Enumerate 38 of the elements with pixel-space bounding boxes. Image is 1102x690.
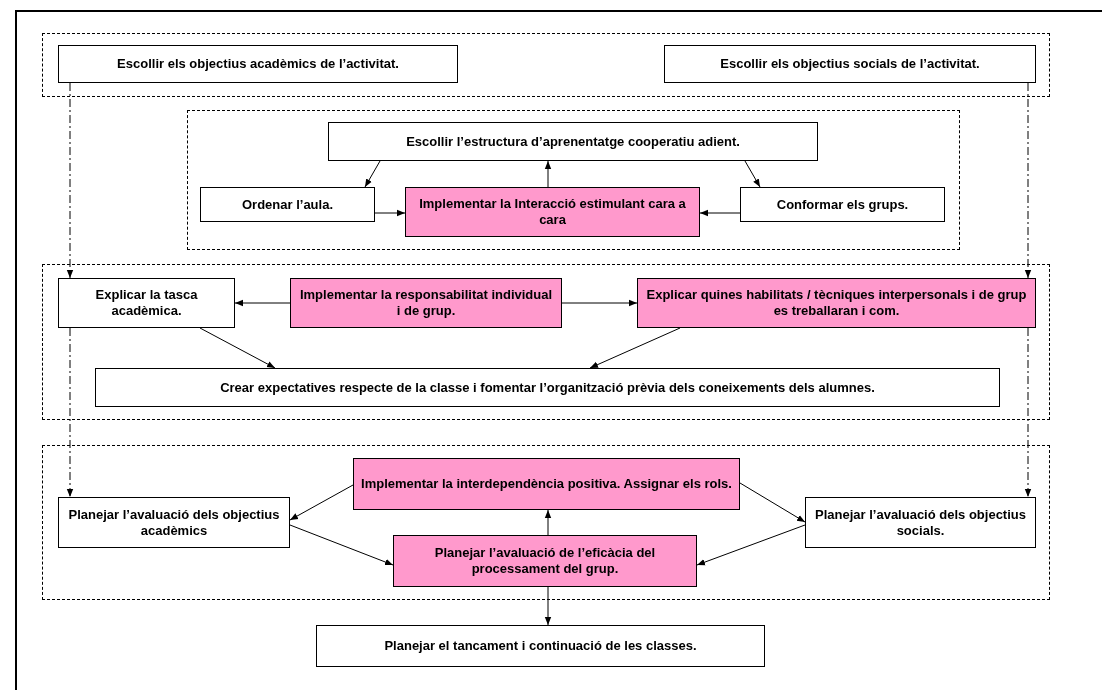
step-box: Planejar el tancament i continuació de les classes. [316, 625, 765, 667]
dash-dot-arrow [1024, 327, 1032, 498]
step-box: Ordenar l’aula. [200, 187, 375, 222]
arrow [544, 586, 552, 626]
step-box: Planejar l’avaluació dels objectius acadèmics [58, 497, 290, 548]
arrow [544, 160, 552, 188]
highlighted-step-box: Planejar l’avaluació de l’eficàcia del processament del grup. [393, 535, 697, 587]
arrow [544, 509, 552, 536]
arrow [234, 299, 291, 307]
dash-dot-arrow [66, 327, 74, 498]
dashed-group-frame [42, 33, 1050, 97]
arrow [696, 524, 806, 566]
arrow [364, 160, 381, 188]
dash-dot-arrow [1024, 82, 1032, 279]
step-box: Escollir els objectius acadèmics de l’activitat. [58, 45, 458, 83]
arrow [589, 327, 681, 369]
step-box: Conformar els grups. [740, 187, 945, 222]
highlighted-step-box: Implementar la responsabilitat individual i de grup. [290, 278, 562, 328]
step-box: Planejar l’avaluació dels objectius socials. [805, 497, 1036, 548]
dash-dot-arrow [66, 82, 74, 279]
arrow [561, 299, 638, 307]
arrow [374, 209, 406, 217]
arrow [744, 160, 761, 188]
highlighted-step-box: Explicar quines habilitats / tècniques interpersonals i de grup es treballaran i com. [637, 278, 1036, 328]
step-box: Escollir l’estructura d’aprenentatge cooperatiu adient. [328, 122, 818, 161]
dashed-group-frame [42, 264, 1050, 420]
step-box: Crear expectatives respecte de la classe i fomentar l’organització prèvia dels coneixements dels alumnes. [95, 368, 1000, 407]
arrow [739, 482, 806, 523]
dashed-group-frame [187, 110, 960, 250]
arrow [289, 524, 394, 566]
step-box: Escollir els objectius socials de l’activitat. [664, 45, 1036, 83]
highlighted-step-box: Implementar la interdependència positiva. Assignar els rols. [353, 458, 740, 510]
arrow [199, 327, 276, 369]
highlighted-step-box: Implementar la Interacció estimulant cara a cara [405, 187, 700, 237]
arrow [699, 209, 741, 217]
dashed-group-frame [42, 445, 1050, 600]
step-box: Explicar la tasca acadèmica. [58, 278, 235, 328]
arrow [289, 484, 354, 521]
